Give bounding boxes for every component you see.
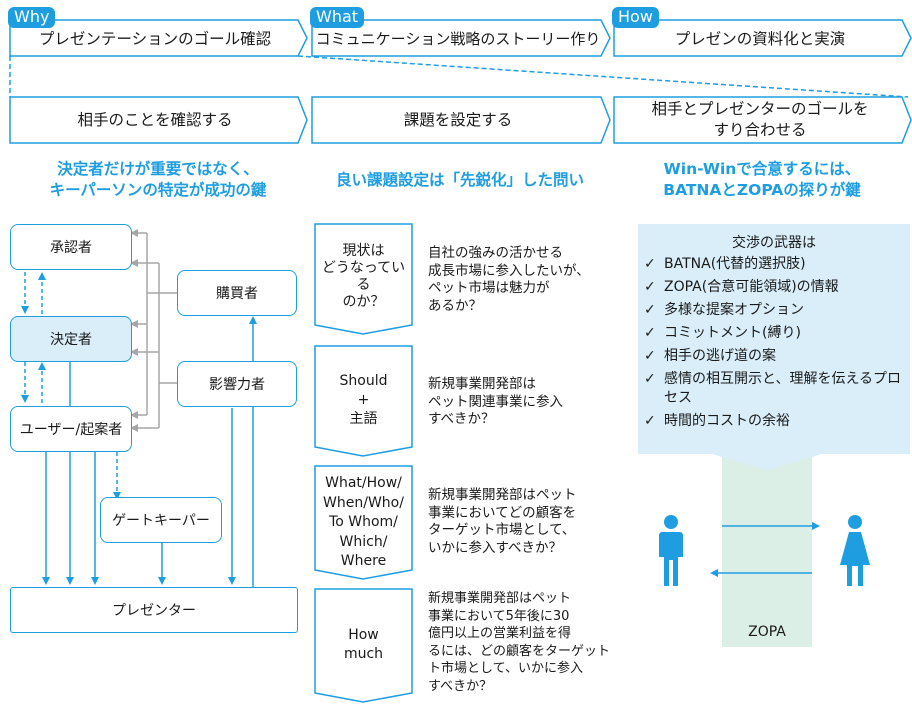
role-buyer: 購買者 [177, 270, 297, 316]
question-desc-1: 自社の強みの活かせる成長市場に参入したいが、ペット市場は魅力があるか？ [428, 245, 590, 314]
question-label-1: 現状はどうなっているのか？ [321, 243, 406, 310]
heading-sharpened-question: 良い課題設定は「先鋭化」した問い [335, 171, 584, 189]
heading-batna-zopa: Win-Winで合意するには、 BATNAとZOPAの探りが鍵 [663, 160, 861, 199]
reporting-lines [130, 229, 177, 432]
role-user-proposer: ユーザー/起案者 [10, 406, 132, 452]
heading-keyperson: 決定者だけが重要ではなく、 キーパーソンの特定が成功の鍵 [49, 160, 267, 199]
phase-title-what: コミュニケーション戦略のストーリー作り [315, 30, 601, 48]
check-icon: ✓ [644, 371, 656, 387]
weapons-list: ✓BATNA(代替的選択肢) ✓ZOPA(合意可能領域)の情報 ✓多様な提案オプ… [638, 255, 910, 431]
weapons-list-item: ✓多様な提案オプション [644, 302, 804, 318]
check-icon: ✓ [644, 302, 656, 318]
weapons-list-item: ✓BATNA(代替的選択肢) [644, 256, 806, 272]
dashed-connector-right [297, 55, 909, 98]
role-presenter: プレゼンター [10, 587, 298, 633]
phase-title-how: プレゼンの資料化と実演 [674, 30, 846, 48]
step-chevron-2 [311, 96, 611, 144]
check-icon: ✓ [644, 279, 656, 295]
role-gatekeeper: ゲートキーパー [100, 497, 222, 543]
phase-title-why: プレゼンテーションのゴール確認 [38, 30, 272, 48]
phase-chevron-why [9, 19, 308, 57]
weapons-list-item: ✓ZOPA(合意可能領域)の情報 [644, 279, 839, 295]
question-shape-4 [314, 588, 413, 703]
step-title-3: 相手とプレゼンターのゴールを すり合わせる [651, 100, 869, 139]
weapons-list-item: ✓コミットメント(縛り) [644, 325, 801, 341]
weapons-list-item: ✓相手の逃げ道の案 [644, 348, 776, 364]
question-label-3: What/How/When/Who/To Whom/Which/Where [323, 475, 404, 570]
step-chevron-1 [9, 96, 308, 144]
person-female-icon [840, 515, 870, 586]
person-male-icon [659, 515, 683, 586]
role-influencer: 影響力者 [177, 361, 297, 407]
weapons-title: 交渉の武器は [732, 235, 816, 251]
check-icon: ✓ [644, 325, 656, 341]
check-icon: ✓ [644, 348, 656, 364]
zopa-label: ZOPA [748, 624, 786, 640]
dashed-role-arrows [21, 272, 121, 500]
step-chevron-3 [613, 96, 912, 144]
negotiation-weapons-box: 交渉の武器は ✓BATNA(代替的選択肢) ✓ZOPA(合意可能領域)の情報 ✓… [638, 224, 910, 454]
phase-chevron-what [311, 19, 611, 57]
question-shape-1 [314, 223, 413, 335]
step-title-2: 課題を設定する [403, 111, 513, 129]
question-desc-2: 新規事業開発部はペット関連事業に参入すべきか？ [428, 376, 563, 427]
phase-tag-why: Why [8, 7, 56, 28]
weapons-list-item: ✓感情の相互開示と、理解を伝えるプロセス [644, 371, 902, 406]
question-desc-3: 新規事業開発部はペット事業においてどの顧客をターゲット市場として、いかに参入すべ… [428, 487, 577, 556]
phase-tag-how: How [612, 7, 659, 28]
step-title-1: 相手のことを確認する [77, 111, 233, 129]
question-label-2: Should+主語 [339, 372, 388, 427]
weapons-list-item: ✓時間的コストの余裕 [644, 413, 790, 429]
role-decider: 決定者 [10, 316, 132, 362]
weapons-pointer [712, 454, 822, 470]
question-shape-3 [314, 465, 413, 580]
phase-tag-what: What [310, 7, 365, 28]
question-shape-2 [314, 345, 413, 457]
check-icon: ✓ [644, 413, 656, 429]
check-icon: ✓ [644, 256, 656, 272]
phase-chevron-how [613, 19, 912, 57]
role-approver: 承認者 [10, 224, 132, 270]
